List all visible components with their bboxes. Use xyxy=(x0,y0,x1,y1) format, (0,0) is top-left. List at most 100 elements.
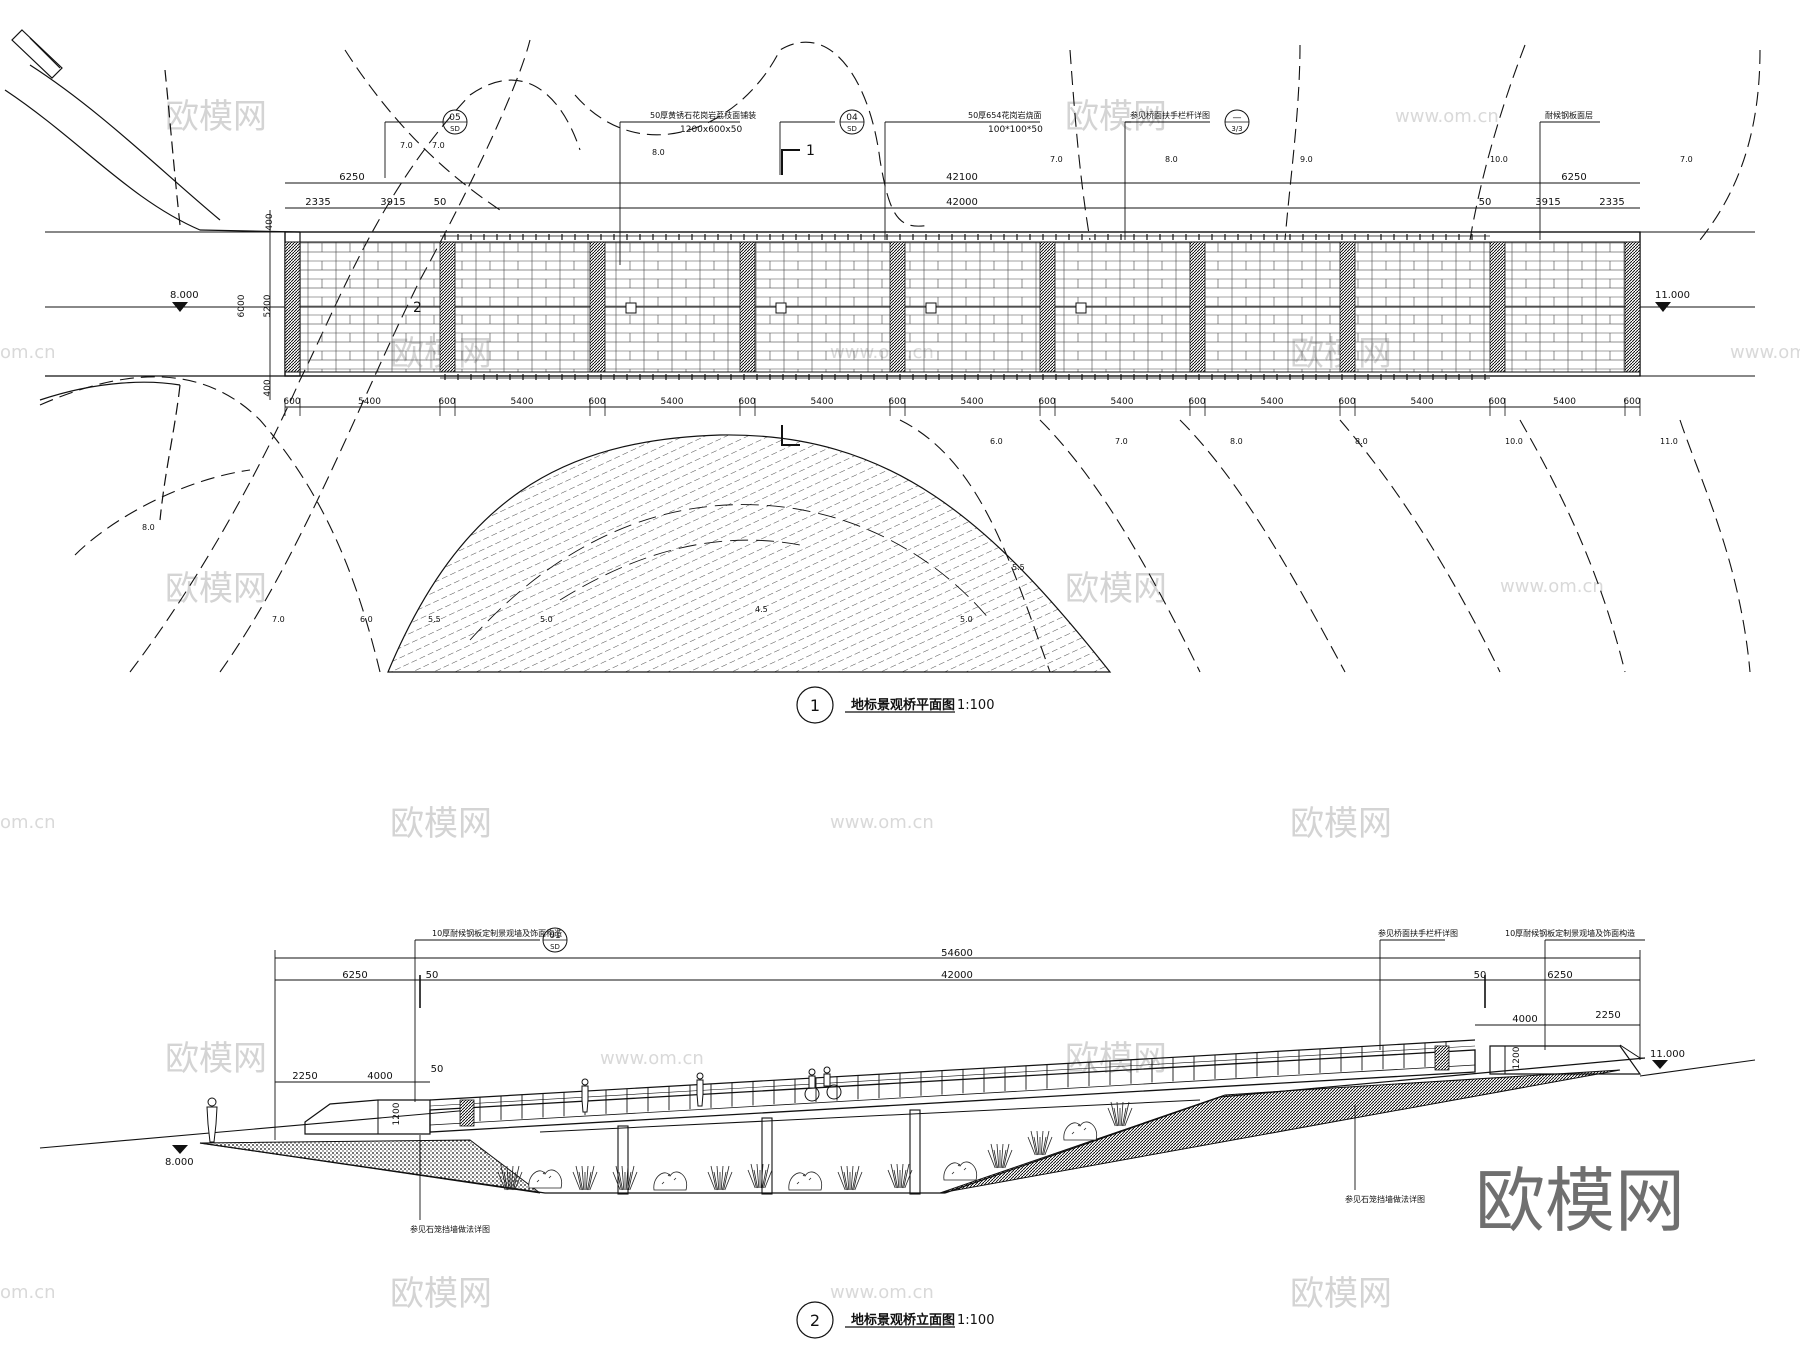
contour-label: 8.0 xyxy=(1165,155,1178,164)
shrub xyxy=(1027,1130,1053,1156)
ravine-vegetation xyxy=(497,1101,1133,1191)
plan-dim-pier: 600 xyxy=(283,397,300,407)
callout-subtext: 1200x600x50 xyxy=(680,125,742,135)
plan-dim-6250-left: 6250 xyxy=(339,172,364,183)
plan-dim-span: 5400 xyxy=(661,397,684,407)
plan-dim-50-right: 50 xyxy=(1479,197,1492,208)
shrub xyxy=(612,1165,638,1191)
elev-elevation-left: 8.000 xyxy=(165,1157,194,1168)
watermark-brand: 欧模网 xyxy=(1290,1274,1392,1314)
shrub xyxy=(837,1165,863,1191)
elev-dim-50-right: 50 xyxy=(1474,970,1487,981)
pier-band xyxy=(589,241,606,373)
plan-labels: 6250 42100 6250 2335 3915 50 42000 50 39… xyxy=(142,110,1693,715)
elev-dim-2250-left: 2250 xyxy=(292,1071,317,1082)
elev-dim-50-left: 50 xyxy=(426,970,439,981)
callout-ref: 05 xyxy=(449,113,460,123)
shrub xyxy=(987,1143,1013,1169)
elevation-view xyxy=(39,927,1756,1339)
plan-dim-span: 5400 xyxy=(1411,397,1434,407)
plan-dim-span: 5400 xyxy=(961,397,984,407)
watermark-brand: 欧模网 xyxy=(165,569,267,609)
plan-dim-pier: 600 xyxy=(738,397,755,407)
contour-label: 5.5 xyxy=(428,615,441,624)
elev-dim-height-left: 1200 xyxy=(392,1102,402,1125)
callout-sheet: SD xyxy=(847,125,857,133)
plan-dim-side-400-bottom: 400 xyxy=(263,379,273,396)
watermark-url: om.cn xyxy=(0,812,56,833)
plan-section-mark-2: 2 xyxy=(413,300,422,316)
callout-sheet: SD xyxy=(450,125,460,133)
shrub xyxy=(653,1171,688,1191)
elevation-marker-left xyxy=(172,302,188,312)
shrub xyxy=(528,1169,563,1189)
contour-label: 5.0 xyxy=(960,615,973,624)
contour-label: 7.0 xyxy=(1050,155,1063,164)
watermark-url: www.om.cn xyxy=(1730,342,1800,363)
shrub xyxy=(1063,1121,1098,1141)
elev-dim-54600: 54600 xyxy=(941,948,973,959)
ground-line-right xyxy=(1639,1059,1756,1077)
watermark-brand-large: 欧模网 xyxy=(1475,1160,1685,1242)
elev-dim-2250-right: 2250 xyxy=(1595,1010,1620,1021)
plan-dim-3915-right: 3915 xyxy=(1535,197,1560,208)
watermark-url: om.cn xyxy=(0,342,56,363)
pier-band xyxy=(739,241,756,373)
plan-dim-42000: 42000 xyxy=(946,197,978,208)
plan-dim-pier: 600 xyxy=(1488,397,1505,407)
plan-dim-span: 5400 xyxy=(358,397,381,407)
elev-dim-4000-left: 4000 xyxy=(367,1071,392,1082)
watermark-url: www.om.cn xyxy=(1500,576,1604,597)
elevation-dimension-lines xyxy=(274,950,1641,1140)
plan-dim-3915-left: 3915 xyxy=(380,197,405,208)
watermark-url: om.cn xyxy=(0,1282,56,1303)
watermark-url: www.om.cn xyxy=(830,812,934,833)
contour-label: 7.0 xyxy=(432,141,445,150)
contour-label: 9.0 xyxy=(1300,155,1313,164)
deck-marker-square xyxy=(775,302,787,314)
watermark-url: www.om.cn xyxy=(600,1048,704,1069)
elev-callout-text: 参见石笼挡墙做法详图 xyxy=(410,1224,490,1234)
callout-ref: — xyxy=(1233,113,1242,123)
shrub xyxy=(1107,1101,1133,1127)
contour-label: 11.0 xyxy=(1660,437,1678,446)
shrub xyxy=(497,1165,523,1191)
plan-title-circle xyxy=(796,686,834,724)
elev-callout-ref: 01 xyxy=(549,931,560,941)
callout-ref: 04 xyxy=(846,113,858,123)
watermark-brand: 欧模网 xyxy=(1290,804,1392,844)
shrub xyxy=(572,1165,598,1191)
callout-sheet: 3/3 xyxy=(1231,125,1242,133)
elev-callout-text: 10厚耐候钢板定制景观墙及饰面构造 xyxy=(432,928,562,938)
plan-section-mark: 1 xyxy=(806,143,815,159)
watermark-brand: 欧模网 xyxy=(1065,97,1167,137)
deck-marker-square xyxy=(925,302,937,314)
pier-band xyxy=(1624,241,1641,373)
plan-dim-side-5200: 5200 xyxy=(263,294,273,317)
pier-band xyxy=(889,241,906,373)
contour-label: 8.0 xyxy=(1230,437,1243,446)
elev-dim-42000: 42000 xyxy=(941,970,973,981)
contour-label: 10.0 xyxy=(1490,155,1508,164)
callout-leaders xyxy=(384,121,1600,265)
callout-text: 50厚黄锈石花岗岩荔枝面铺装 xyxy=(650,110,756,120)
callout-text: 耐候钢板面层 xyxy=(1545,110,1593,120)
callout-subtext: 100*100*50 xyxy=(988,125,1043,135)
ground-line-left xyxy=(39,1109,471,1149)
plan-title: 地标景观桥平面图 xyxy=(851,697,955,713)
elevation-title-circle xyxy=(796,1301,834,1339)
pier-band xyxy=(1339,241,1356,373)
elev-elevation-right: 11.000 xyxy=(1650,1049,1685,1060)
elevation-title-number: 2 xyxy=(810,1311,820,1330)
plan-dim-span: 5400 xyxy=(1111,397,1134,407)
plan-dim-42100: 42100 xyxy=(946,172,978,183)
plan-view xyxy=(4,29,1761,724)
elevation-callout-leaders xyxy=(414,939,1645,1220)
abutment-right xyxy=(1489,1045,1642,1075)
plan-dim-pier: 600 xyxy=(1623,397,1640,407)
watermark-brand: 欧模网 xyxy=(390,1274,492,1314)
contour-label: 7.0 xyxy=(272,615,285,624)
watermark-url: www.om.cn xyxy=(830,1282,934,1303)
plan-dim-pier: 600 xyxy=(1038,397,1055,407)
elev-callout-sheet: SD xyxy=(550,943,560,951)
